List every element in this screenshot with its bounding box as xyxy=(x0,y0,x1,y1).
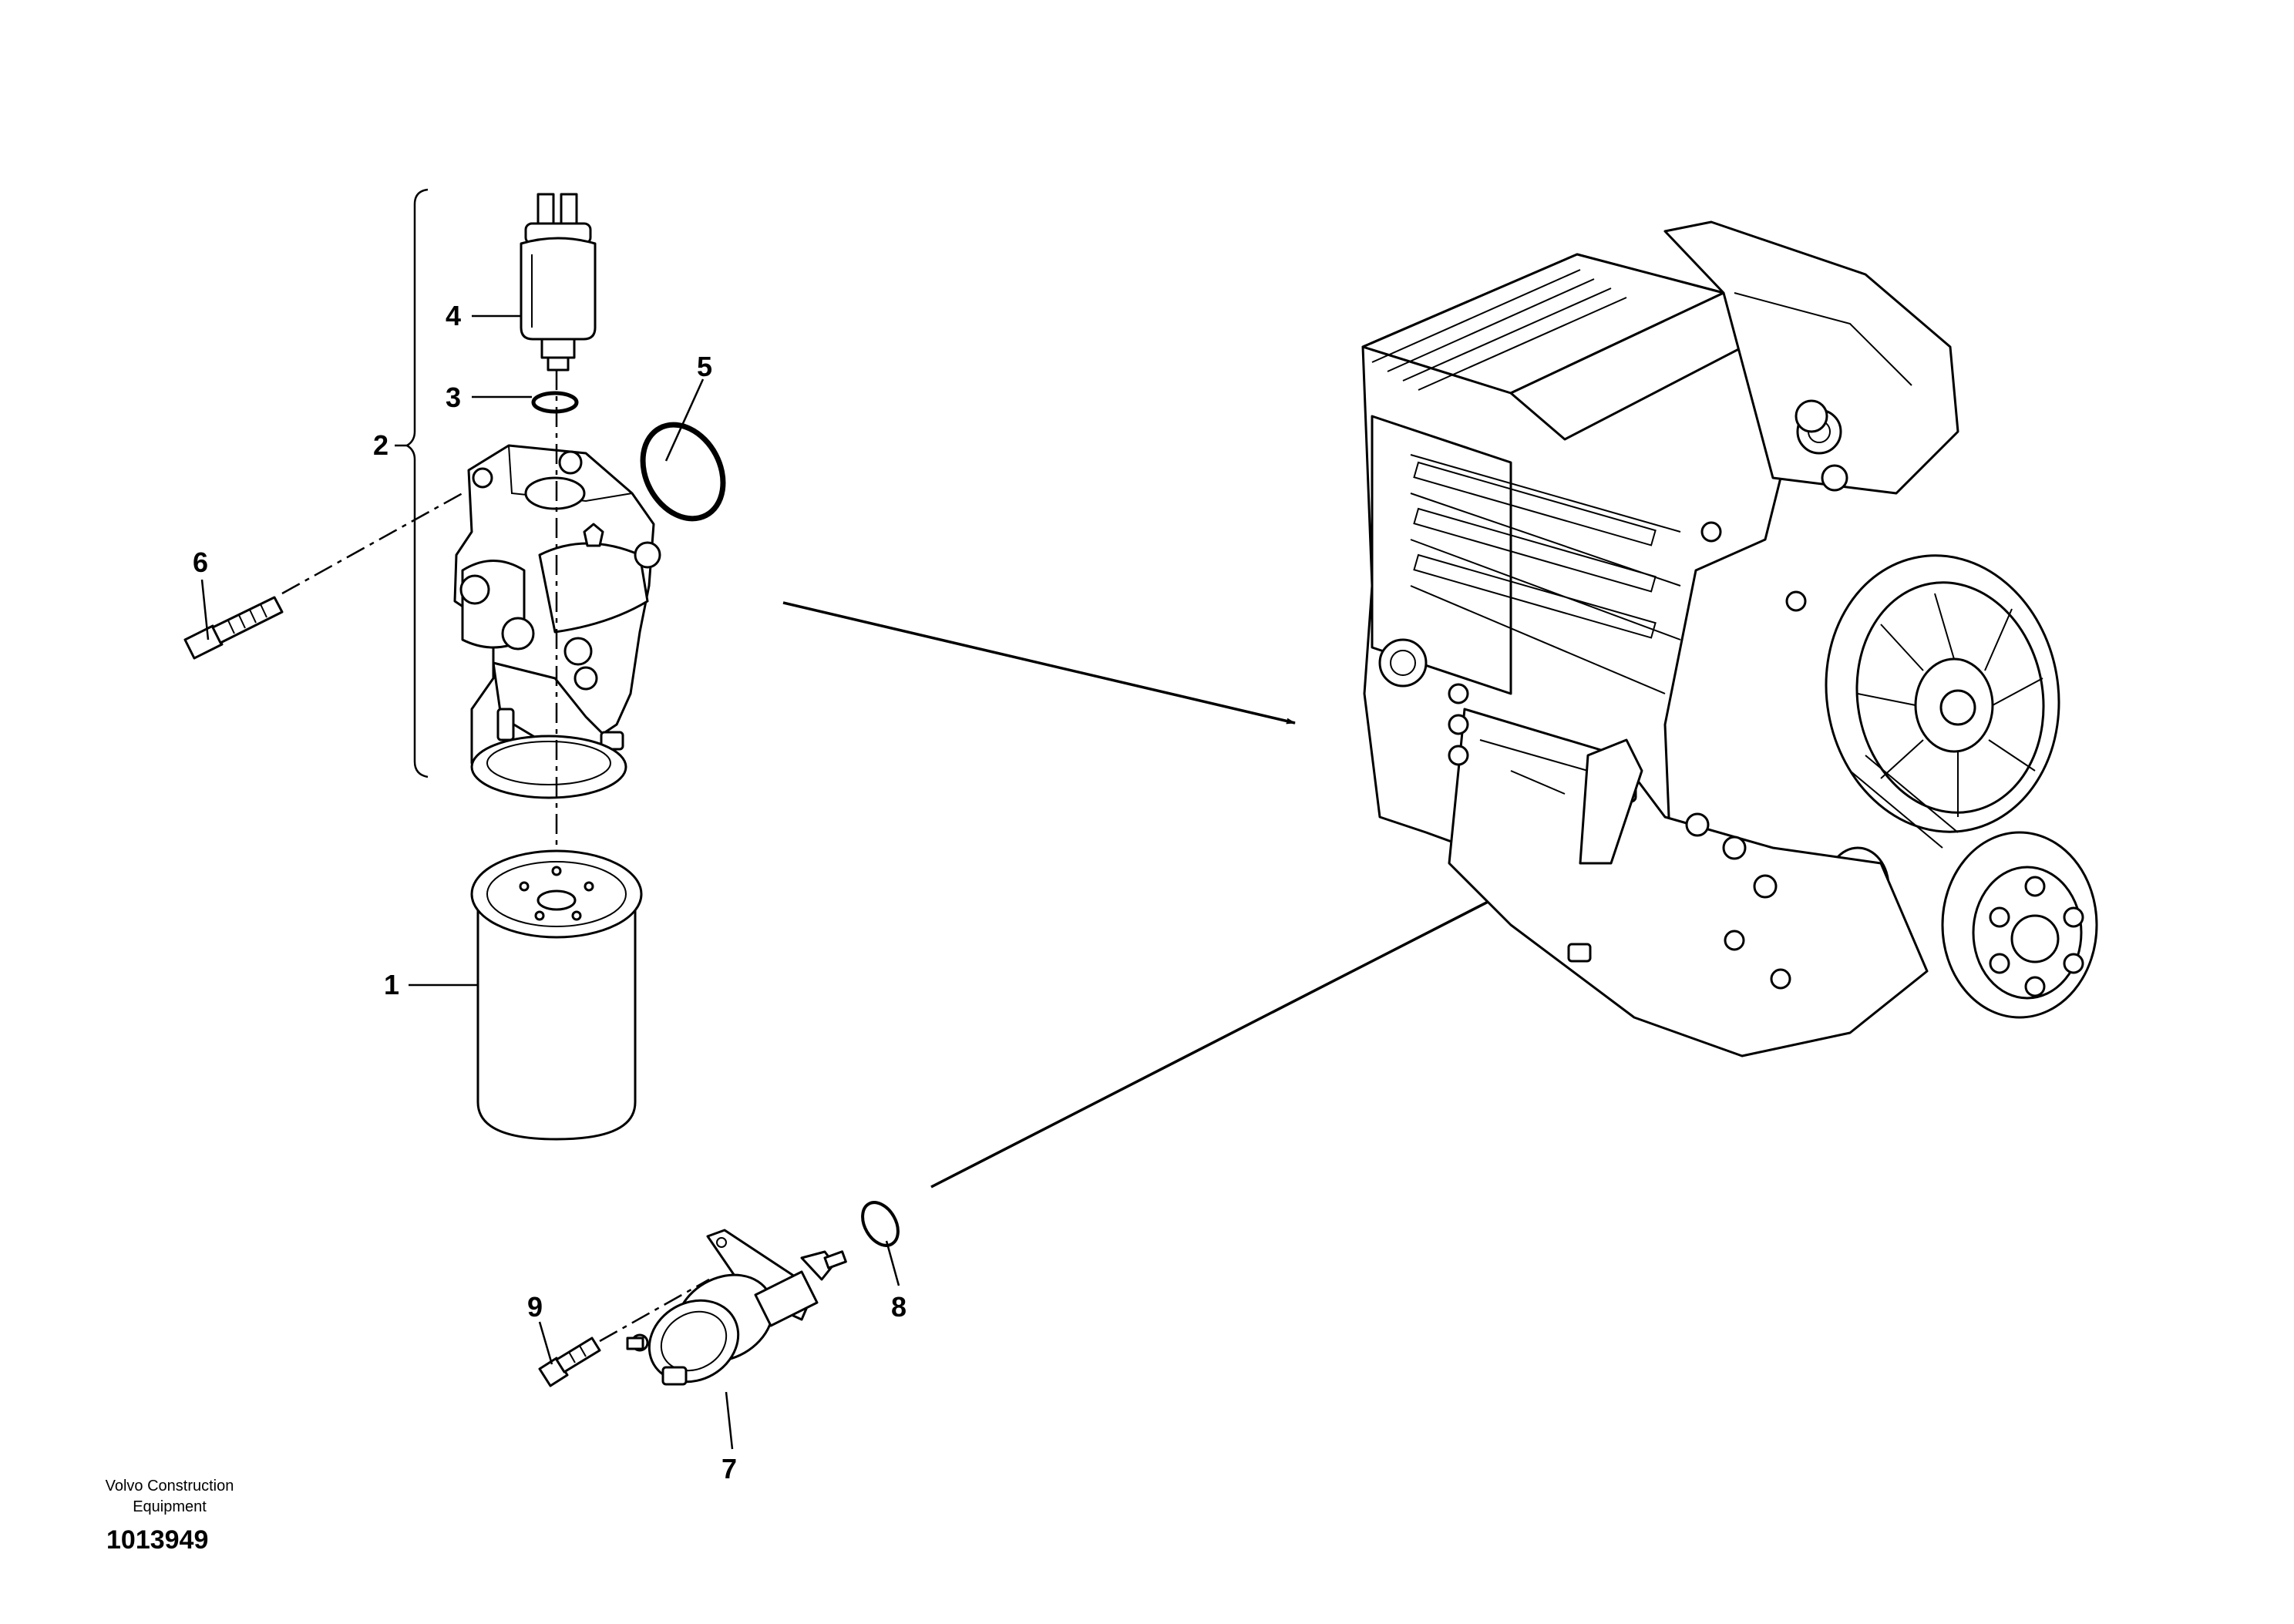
pressure-switch-part xyxy=(520,193,597,372)
callout-8: 8 xyxy=(891,1291,906,1323)
callout-1: 1 xyxy=(384,969,399,1000)
filter-head-part xyxy=(453,444,661,799)
company-name-line2: Equipment xyxy=(133,1498,207,1515)
flange-screw-6-part xyxy=(183,596,284,660)
leader-line-5 xyxy=(664,378,705,462)
axis-screw-6 xyxy=(281,492,463,595)
leader-line-6 xyxy=(200,579,210,641)
o-ring-small-part xyxy=(531,391,579,414)
flange-screw-9-part xyxy=(538,1337,601,1387)
callout-6: 6 xyxy=(193,546,208,578)
callout-4: 4 xyxy=(446,300,461,331)
leader-line-8 xyxy=(885,1240,900,1286)
callout-7: 7 xyxy=(722,1453,737,1484)
leader-line-7 xyxy=(725,1391,734,1450)
axis-screw-9 xyxy=(599,1278,710,1343)
oil-filter-part xyxy=(470,849,643,1141)
callout-5: 5 xyxy=(697,351,712,382)
company-name-line1: Volvo Construction xyxy=(105,1478,234,1495)
footer-credit: Volvo Construction Equipment 1013949 xyxy=(69,1476,270,1555)
callout-2: 2 xyxy=(373,429,388,461)
assembly-brace xyxy=(405,188,429,778)
arrow-upper xyxy=(782,601,1296,725)
drawing-number: 1013949 xyxy=(106,1525,209,1555)
o-ring-8-part xyxy=(861,1201,900,1247)
o-ring-large-part xyxy=(640,422,726,522)
leader-line-9 xyxy=(538,1321,553,1365)
engine-illustration xyxy=(1361,220,2098,1057)
callout-9: 9 xyxy=(527,1291,543,1323)
callout-3: 3 xyxy=(446,382,461,413)
cooler-housing-part xyxy=(626,1229,847,1386)
